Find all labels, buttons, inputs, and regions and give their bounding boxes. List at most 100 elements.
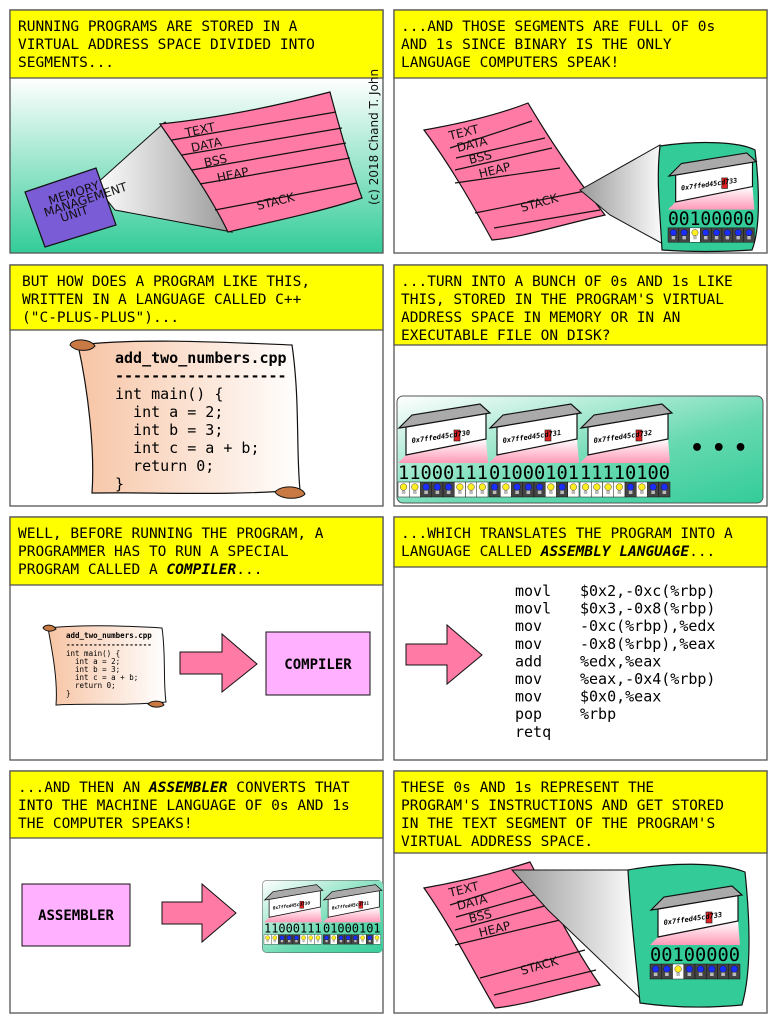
- lightbulb-off-icon: [322, 934, 331, 945]
- lightbulb-on-icon: [330, 934, 338, 945]
- lightbulb-off-icon: [728, 963, 741, 980]
- assembly-line: mov$0x0,%eax: [515, 688, 661, 706]
- lightbulb-on-icon: [465, 481, 477, 498]
- panel-2: ...AND THOSE SEGMENTS ARE FULL OF 0s AND…: [393, 9, 768, 254]
- assembler-label: ASSEMBLER: [38, 908, 114, 924]
- operands: $0x2,-0xc(%rbp): [580, 582, 715, 600]
- assembly-line: movl $0x3,-0x8(%rbp): [515, 600, 715, 618]
- panel-1: RUNNING PROGRAMS ARE STORED IN A VIRTUAL…: [9, 9, 384, 254]
- house-door: [721, 177, 728, 189]
- panel-6: ...WHICH TRANSLATES THE PROGRAM INTO A L…: [393, 516, 768, 761]
- cell-glow: [323, 907, 381, 923]
- lightbulb-on-icon: [271, 934, 279, 945]
- lightbulb-off-icon: [420, 481, 432, 498]
- virtual-address-space: TEXT DATA BSS HEAP STACK: [422, 102, 607, 241]
- house-roof: [322, 884, 383, 901]
- opcode: mov: [515, 670, 542, 688]
- lightbulb-on-icon: [591, 481, 603, 498]
- source-code-scroll: add_two_numbers.cpp ------------------- …: [0, 0, 341, 499]
- memory-address: 0x7ffed45cd731: [331, 900, 369, 911]
- lightbulb-off-icon: [658, 481, 671, 498]
- panel-5: WELL, BEFORE RUNNING THE PROGRAM, A PROG…: [0, 0, 384, 761]
- lightbulb-on-icon: [314, 934, 322, 945]
- lightbulb-off-icon: [721, 227, 734, 243]
- cell-glow: [264, 907, 322, 923]
- assembly-listing: movl$0x2,-0xc(%rbp)movl$0x3,-0x8(%rbp)mo…: [515, 582, 715, 741]
- cell-glow: [580, 439, 670, 463]
- lightbulb-off-icon: [732, 227, 744, 243]
- opcode: mov: [515, 617, 542, 635]
- lightbulb-off-icon: [706, 963, 718, 980]
- lightbulb-on-icon: [454, 481, 466, 498]
- lightbulb-on-icon: [299, 934, 308, 945]
- caption-box: [393, 264, 768, 346]
- operands: -0x8(%rbp),%eax: [580, 635, 715, 653]
- source-code-scroll-small: add_two_numbers.cpp ------------------- …: [0, 0, 179, 708]
- caption: WELL, BEFORE RUNNING THE PROGRAM, A PROG…: [18, 526, 332, 578]
- lightbulb-off-icon: [717, 963, 729, 980]
- svg-text:-------------------: -------------------: [66, 640, 152, 649]
- assembler-box: [21, 883, 131, 947]
- caption-box: [9, 264, 384, 331]
- house-door: [544, 429, 552, 442]
- svg-text:TEXT: TEXT: [183, 120, 217, 140]
- operands: %rbp: [580, 705, 616, 723]
- caption: THESE 0s AND 1s REPRESENT THE PROGRAM'S …: [401, 780, 733, 850]
- lightbulb-on-icon: [500, 481, 512, 498]
- lightbulb-off-icon: [661, 963, 673, 980]
- svg-text:add_two_numbers.cpp: add_two_numbers.cpp: [66, 631, 152, 640]
- svg-text:DATA: DATA: [190, 135, 224, 155]
- lightbulb-off-icon: [694, 963, 707, 980]
- lightbulb-on-icon: [263, 934, 272, 945]
- caption: RUNNING PROGRAMS ARE STORED IN A VIRTUAL…: [18, 19, 324, 71]
- caption-box: [9, 9, 384, 79]
- svg-text:int main() { int a =: int main() { int a = 2; int b = 3; int c…: [0, 0, 179, 698]
- opcode: pop: [515, 705, 542, 723]
- lightbulb-off-icon: [743, 227, 755, 243]
- operands: $0x3,-0x8(%rbp): [580, 600, 715, 618]
- lightbulb-off-icon: [292, 934, 301, 945]
- svg-text:HEAP: HEAP: [216, 165, 250, 185]
- caption-box: [393, 770, 768, 854]
- caption-box: [393, 516, 768, 568]
- arrow-right-icon: [179, 632, 258, 694]
- memory-cells: 0x7ffed45cd730110001110x7ffed45cd7310100…: [263, 884, 383, 945]
- lightbulb-on-icon: [358, 934, 367, 945]
- source-code: int main() { int a = 2; int b = 3; int c…: [0, 0, 341, 493]
- svg-text:BSS: BSS: [203, 151, 229, 170]
- panel-7: ...AND THEN AN ASSEMBLER CONVERTS THAT I…: [9, 770, 384, 1014]
- panel-4: ...TURN INTO A BUNCH OF 0s AND 1s LIKE T…: [393, 264, 768, 507]
- lightbulb-off-icon: [337, 934, 345, 945]
- opcode: movl: [515, 582, 551, 600]
- lightbulb-off-icon: [533, 481, 546, 498]
- memory-bits: 00100000: [650, 944, 740, 966]
- lightbulb-off-icon: [366, 934, 374, 945]
- memory-bits: 11000111: [398, 462, 488, 484]
- mmu-box: MEMORY MANAGEMENT UNIT: [24, 167, 129, 248]
- cell-glow: [668, 186, 755, 210]
- house-roof: [579, 403, 674, 429]
- memory-bits: 00100000: [668, 209, 754, 230]
- lightbulb-off-icon: [700, 227, 712, 243]
- lightbulb-on-icon: [579, 481, 592, 498]
- lightbulb-off-icon: [556, 481, 568, 498]
- lightbulb-off-icon: [624, 481, 637, 498]
- lightbulb-off-icon: [278, 934, 286, 945]
- operands: $0x0,%eax: [580, 688, 661, 706]
- house-door: [635, 429, 643, 442]
- panel-8: THESE 0s AND 1s REPRESENT THE PROGRAM'S …: [393, 770, 768, 1014]
- lightbulb-on-icon: [689, 227, 701, 243]
- opcode: mov: [515, 635, 542, 653]
- lightbulb-off-icon: [511, 481, 523, 498]
- opcode: movl: [515, 600, 551, 618]
- lightbulb-on-icon: [545, 481, 557, 498]
- lightbulb-off-icon: [488, 481, 501, 498]
- lightbulb-on-icon: [373, 934, 381, 945]
